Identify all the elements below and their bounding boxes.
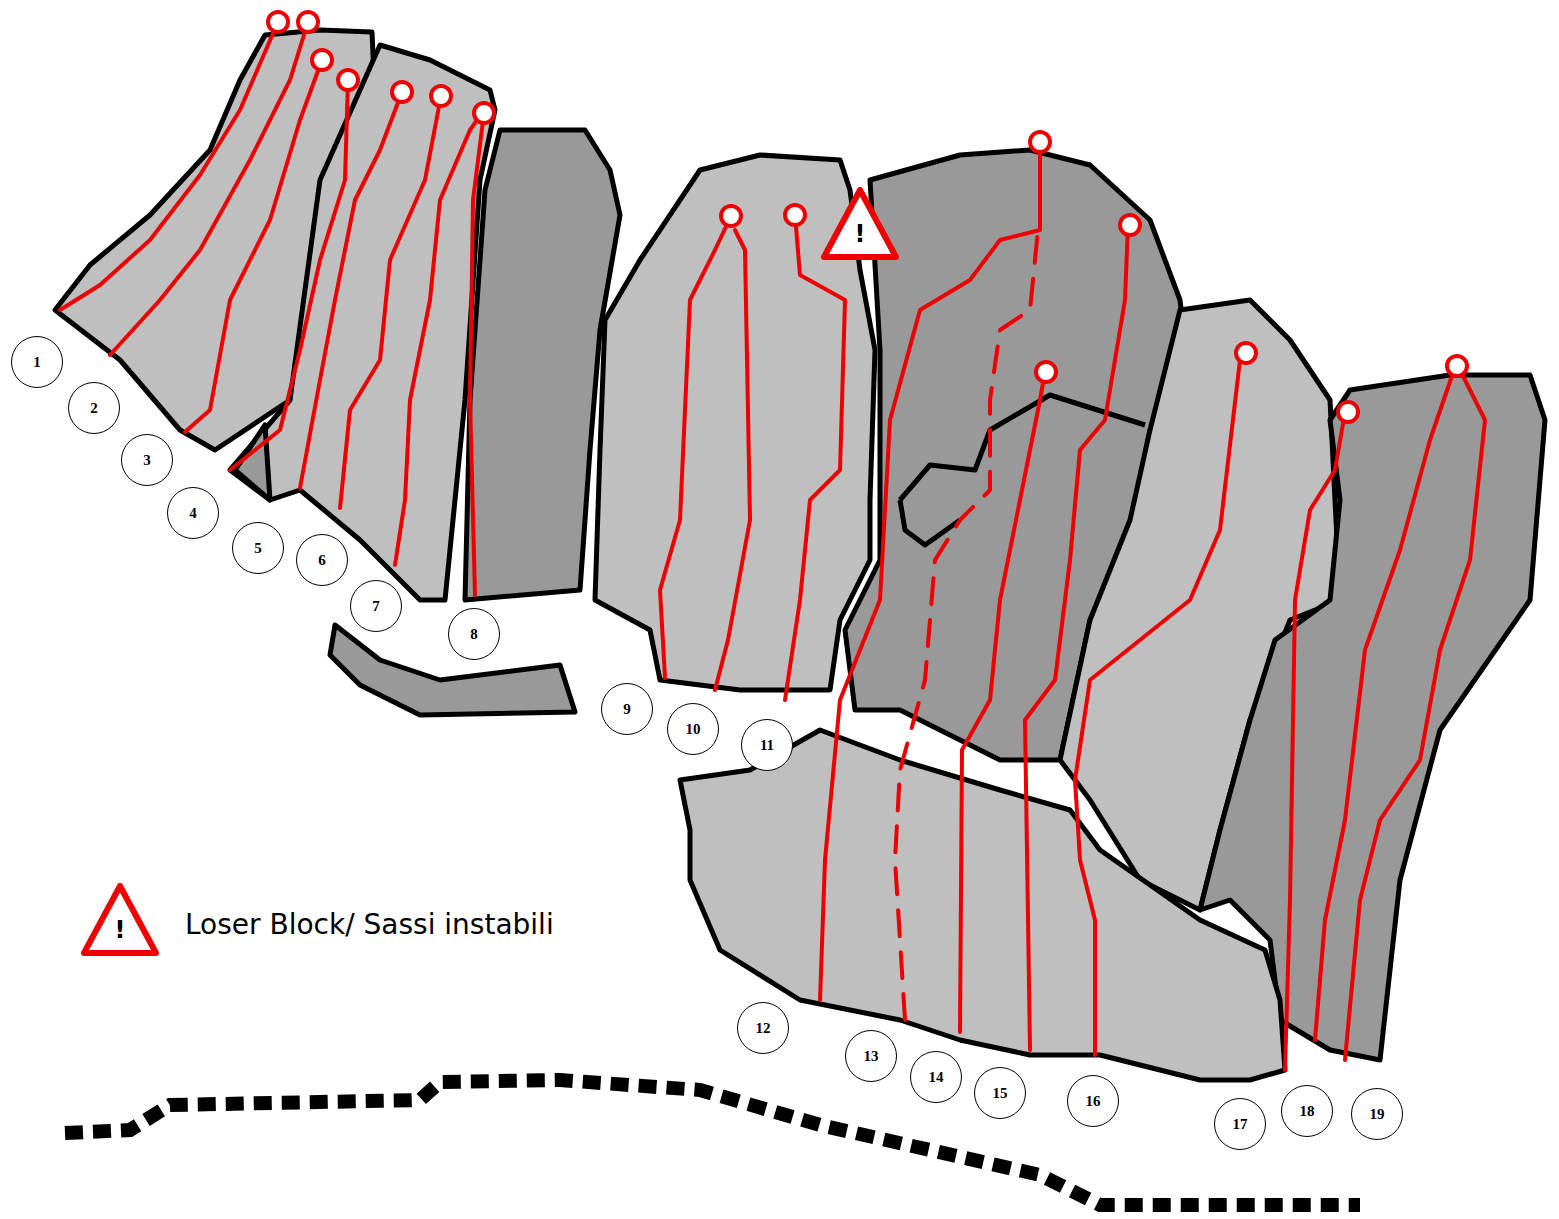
callout-number: 7	[372, 598, 380, 615]
anchor	[312, 50, 332, 70]
route-number: 15	[974, 1067, 1026, 1119]
callout-number: 12	[756, 1020, 771, 1037]
anchor	[474, 103, 494, 123]
route-line	[1345, 370, 1485, 1060]
anchor	[1120, 215, 1140, 235]
callout-number: 17	[1233, 1116, 1248, 1133]
route-number: 6	[296, 534, 348, 586]
callout-number: 9	[623, 701, 631, 718]
anchor	[268, 12, 288, 32]
callout-number: 6	[318, 552, 326, 569]
callout-number: 10	[686, 721, 701, 738]
warning-triangle	[824, 190, 896, 257]
route-number: 14	[910, 1051, 962, 1103]
legend-text: Loser Block/ Sassi instabili	[185, 908, 554, 941]
route-number: 2	[68, 382, 120, 434]
rock-crack	[900, 500, 960, 545]
route-number: 17	[1214, 1098, 1266, 1150]
route-number: 18	[1281, 1085, 1333, 1137]
route-number: 12	[737, 1002, 789, 1054]
route-number: 16	[1067, 1075, 1119, 1127]
warning-triangle	[84, 886, 156, 953]
route-line	[340, 96, 441, 508]
anchor	[431, 86, 451, 106]
anchor	[392, 82, 412, 102]
callout-number: 8	[470, 626, 478, 643]
rock-block	[680, 730, 1285, 1080]
anchor	[785, 205, 805, 225]
route-number: 4	[167, 487, 219, 539]
route-number: 7	[350, 580, 402, 632]
route-line	[895, 230, 1038, 1020]
route-number: 3	[121, 434, 173, 486]
route-line	[660, 216, 731, 678]
rock-block	[230, 45, 495, 600]
anchor	[1036, 362, 1056, 382]
route-number: 10	[667, 703, 719, 755]
route-line	[230, 80, 348, 470]
callout-number: 18	[1300, 1103, 1315, 1120]
route-line	[960, 372, 1045, 1032]
callout-number: 14	[929, 1069, 944, 1086]
callout-number: 16	[1086, 1093, 1101, 1110]
route-line	[185, 60, 322, 432]
callout-number: 2	[90, 400, 98, 417]
callout-number: 1	[33, 354, 41, 371]
route-line	[1285, 412, 1345, 1070]
route-line	[715, 230, 750, 690]
anchor	[1236, 343, 1256, 363]
warning-mark: !	[105, 918, 135, 942]
callout-number: 3	[143, 452, 151, 469]
anchor	[298, 12, 318, 32]
anchor	[1338, 402, 1358, 422]
approach-path	[65, 1080, 1360, 1205]
route-line	[785, 215, 845, 700]
anchor	[721, 206, 741, 226]
route-line	[470, 113, 484, 595]
route-number: 11	[741, 719, 793, 771]
route-line	[1075, 353, 1245, 1055]
callout-number: 13	[864, 1048, 879, 1065]
anchor	[338, 70, 358, 90]
route-number: 13	[845, 1030, 897, 1082]
route-number: 8	[448, 608, 500, 660]
warning-mark: !	[845, 222, 875, 246]
route-line	[1025, 225, 1128, 1050]
route-line	[1315, 367, 1455, 1040]
anchor	[1030, 132, 1050, 152]
callout-number: 15	[993, 1085, 1008, 1102]
route-number: 1	[11, 336, 63, 388]
route-number: 19	[1351, 1088, 1403, 1140]
callout-number: 19	[1370, 1106, 1385, 1123]
callout-number: 11	[760, 737, 774, 754]
route-number: 9	[601, 683, 653, 735]
anchor	[1447, 356, 1467, 376]
callout-number: 5	[254, 540, 262, 557]
route-number: 5	[232, 522, 284, 574]
callout-number: 4	[189, 505, 197, 522]
